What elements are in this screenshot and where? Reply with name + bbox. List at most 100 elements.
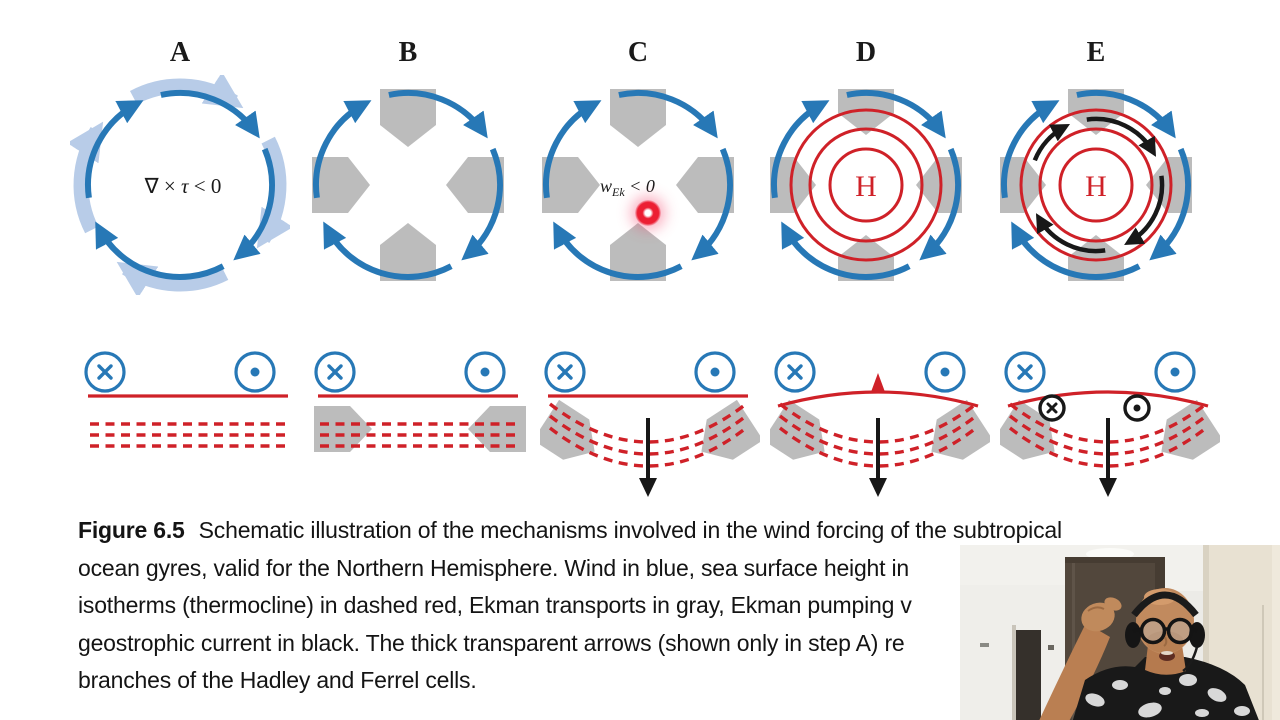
cross-section-a	[84, 351, 288, 448]
ekman-transport-arrow	[468, 406, 526, 452]
caption-line-3: isotherms (thermocline) in dashed red, E…	[78, 592, 912, 619]
panel-a-label: A	[169, 37, 191, 68]
hadley-ferrel-arrow	[70, 121, 104, 234]
panel-e-label: E	[1086, 37, 1106, 68]
panel-d: D H	[756, 34, 976, 295]
ekman-transport-arrow	[916, 157, 962, 213]
caption-line-5: branches of the Hadley and Ferrel cells.	[78, 667, 477, 694]
ekman-transport-arrow	[610, 89, 666, 147]
ekman-transport-arrow	[1000, 399, 1055, 460]
hadley-ferrel-arrow	[256, 136, 290, 249]
sea-surface-height-contour	[808, 127, 924, 243]
wind-arrow	[771, 100, 830, 199]
wind-arrow	[85, 100, 144, 199]
ekman-transport-arrow	[770, 157, 816, 213]
panel-c-label: C	[627, 37, 649, 68]
wind-arrow	[313, 100, 372, 199]
sea-surface-height-contour	[1019, 108, 1173, 262]
panel-d-label: D	[855, 37, 877, 68]
wind-out-of-page-symbol	[694, 351, 736, 393]
wind-into-page-symbol	[1004, 351, 1046, 393]
panel-c: C wEk < 0	[528, 34, 748, 295]
wind-out-of-page-symbol	[1154, 351, 1196, 393]
cross-section-b	[314, 351, 526, 452]
wind-arrow	[553, 221, 683, 280]
glasses	[1132, 617, 1198, 645]
hadley-ferrel-arrow	[129, 75, 244, 109]
headphone-band	[1131, 591, 1199, 618]
wind-into-page-symbol	[774, 351, 816, 393]
geostrophic-current-arrow	[1086, 116, 1157, 157]
wind-arrow	[846, 90, 946, 139]
geostrophic-current-arrow	[1032, 124, 1071, 162]
ekman-transport-arrow	[610, 223, 666, 281]
figure-number: Figure 6.5	[78, 517, 185, 543]
panel-b-label: B	[398, 37, 418, 68]
gyre-diagram-b	[312, 89, 504, 281]
webcam-scene	[960, 545, 1280, 720]
sea-surface-line	[777, 390, 979, 408]
ekman-transport-arrow	[770, 399, 825, 460]
wind-arrow	[160, 90, 260, 139]
ekman-transport-arrow	[380, 89, 436, 147]
gyre-diagram-c: wEk < 0	[542, 89, 734, 281]
ekman-transport-arrow	[446, 157, 504, 213]
caption-line-4: geostrophic current in black. The thick …	[78, 629, 905, 656]
ekman-transport-arrow	[380, 223, 436, 281]
caption-line-1: Figure 6.5 Schematic illustration of the …	[78, 512, 1198, 550]
wind-arrow	[543, 100, 602, 199]
headphone-cup-left	[1125, 622, 1141, 648]
figure-caption: Figure 6.5 Schematic illustration of the …	[78, 512, 1198, 700]
ekman-transport-arrow	[1068, 89, 1124, 135]
gyre-diagram-e: H	[1000, 89, 1192, 281]
ekman-transport-arrow	[314, 406, 372, 452]
wind-arrow	[691, 147, 733, 261]
ekman-transport-arrow	[312, 157, 370, 213]
sea-surface-height-contour	[1058, 147, 1134, 223]
wind-into-page-symbol	[314, 351, 356, 393]
presenter-thumb	[1104, 597, 1122, 611]
ekman-transport-arrow	[540, 399, 595, 460]
ekman-transport-arrow	[701, 399, 760, 460]
cross-section-d	[770, 351, 990, 497]
sea-surface-line	[1007, 390, 1209, 408]
panel-e: E H	[986, 34, 1206, 295]
wind-arrow	[95, 221, 225, 280]
presenter-raised-arm	[1039, 623, 1110, 720]
headset-mic	[1182, 646, 1199, 673]
wind-into-page-symbol	[544, 351, 586, 393]
wind-arrow	[323, 221, 453, 280]
high-pressure-label: H	[1085, 170, 1107, 203]
ekman-transport-arrow	[542, 157, 600, 213]
caption-line-2: ocean gyres, valid for the Northern Hemi…	[78, 554, 910, 581]
wind-arrow	[919, 147, 961, 261]
wind-arrow	[233, 147, 275, 261]
caption-text-1: Schematic illustration of the mechanisms…	[198, 517, 1062, 543]
webcam-overlay	[960, 545, 1280, 720]
ekman-transport-arrow	[838, 89, 894, 135]
wind-arrow	[388, 90, 488, 139]
wind-out-of-page-symbol	[234, 351, 276, 393]
ekman-pumping-formula: wEk < 0	[600, 176, 655, 199]
laser-pointer-dot	[635, 200, 661, 226]
wind-out-of-page-symbol	[464, 351, 506, 393]
wind-arrow	[1001, 100, 1060, 199]
gyre-diagram-a: ∇ × τ < 0	[70, 75, 290, 295]
wind-arrow	[781, 221, 911, 280]
ekman-transport-arrow	[931, 399, 990, 460]
wind-out-of-page-symbol	[924, 351, 966, 393]
ekman-transport-arrow	[1068, 235, 1124, 281]
cross-section-e	[1000, 351, 1220, 497]
sea-surface-peak-marker	[871, 373, 885, 392]
wind-arrow	[461, 147, 503, 261]
geostrophic-current-arrow	[1124, 175, 1165, 246]
ekman-transport-arrow	[1146, 157, 1192, 213]
sea-surface-height-contour	[789, 108, 943, 262]
ekman-transport-arrow	[1161, 399, 1220, 460]
sea-surface-height-contour	[1038, 127, 1154, 243]
wind-arrow	[1011, 221, 1141, 280]
presenter-head	[1136, 588, 1194, 654]
hadley-ferrel-arrow	[116, 261, 229, 295]
shirt-pattern	[1085, 674, 1250, 718]
